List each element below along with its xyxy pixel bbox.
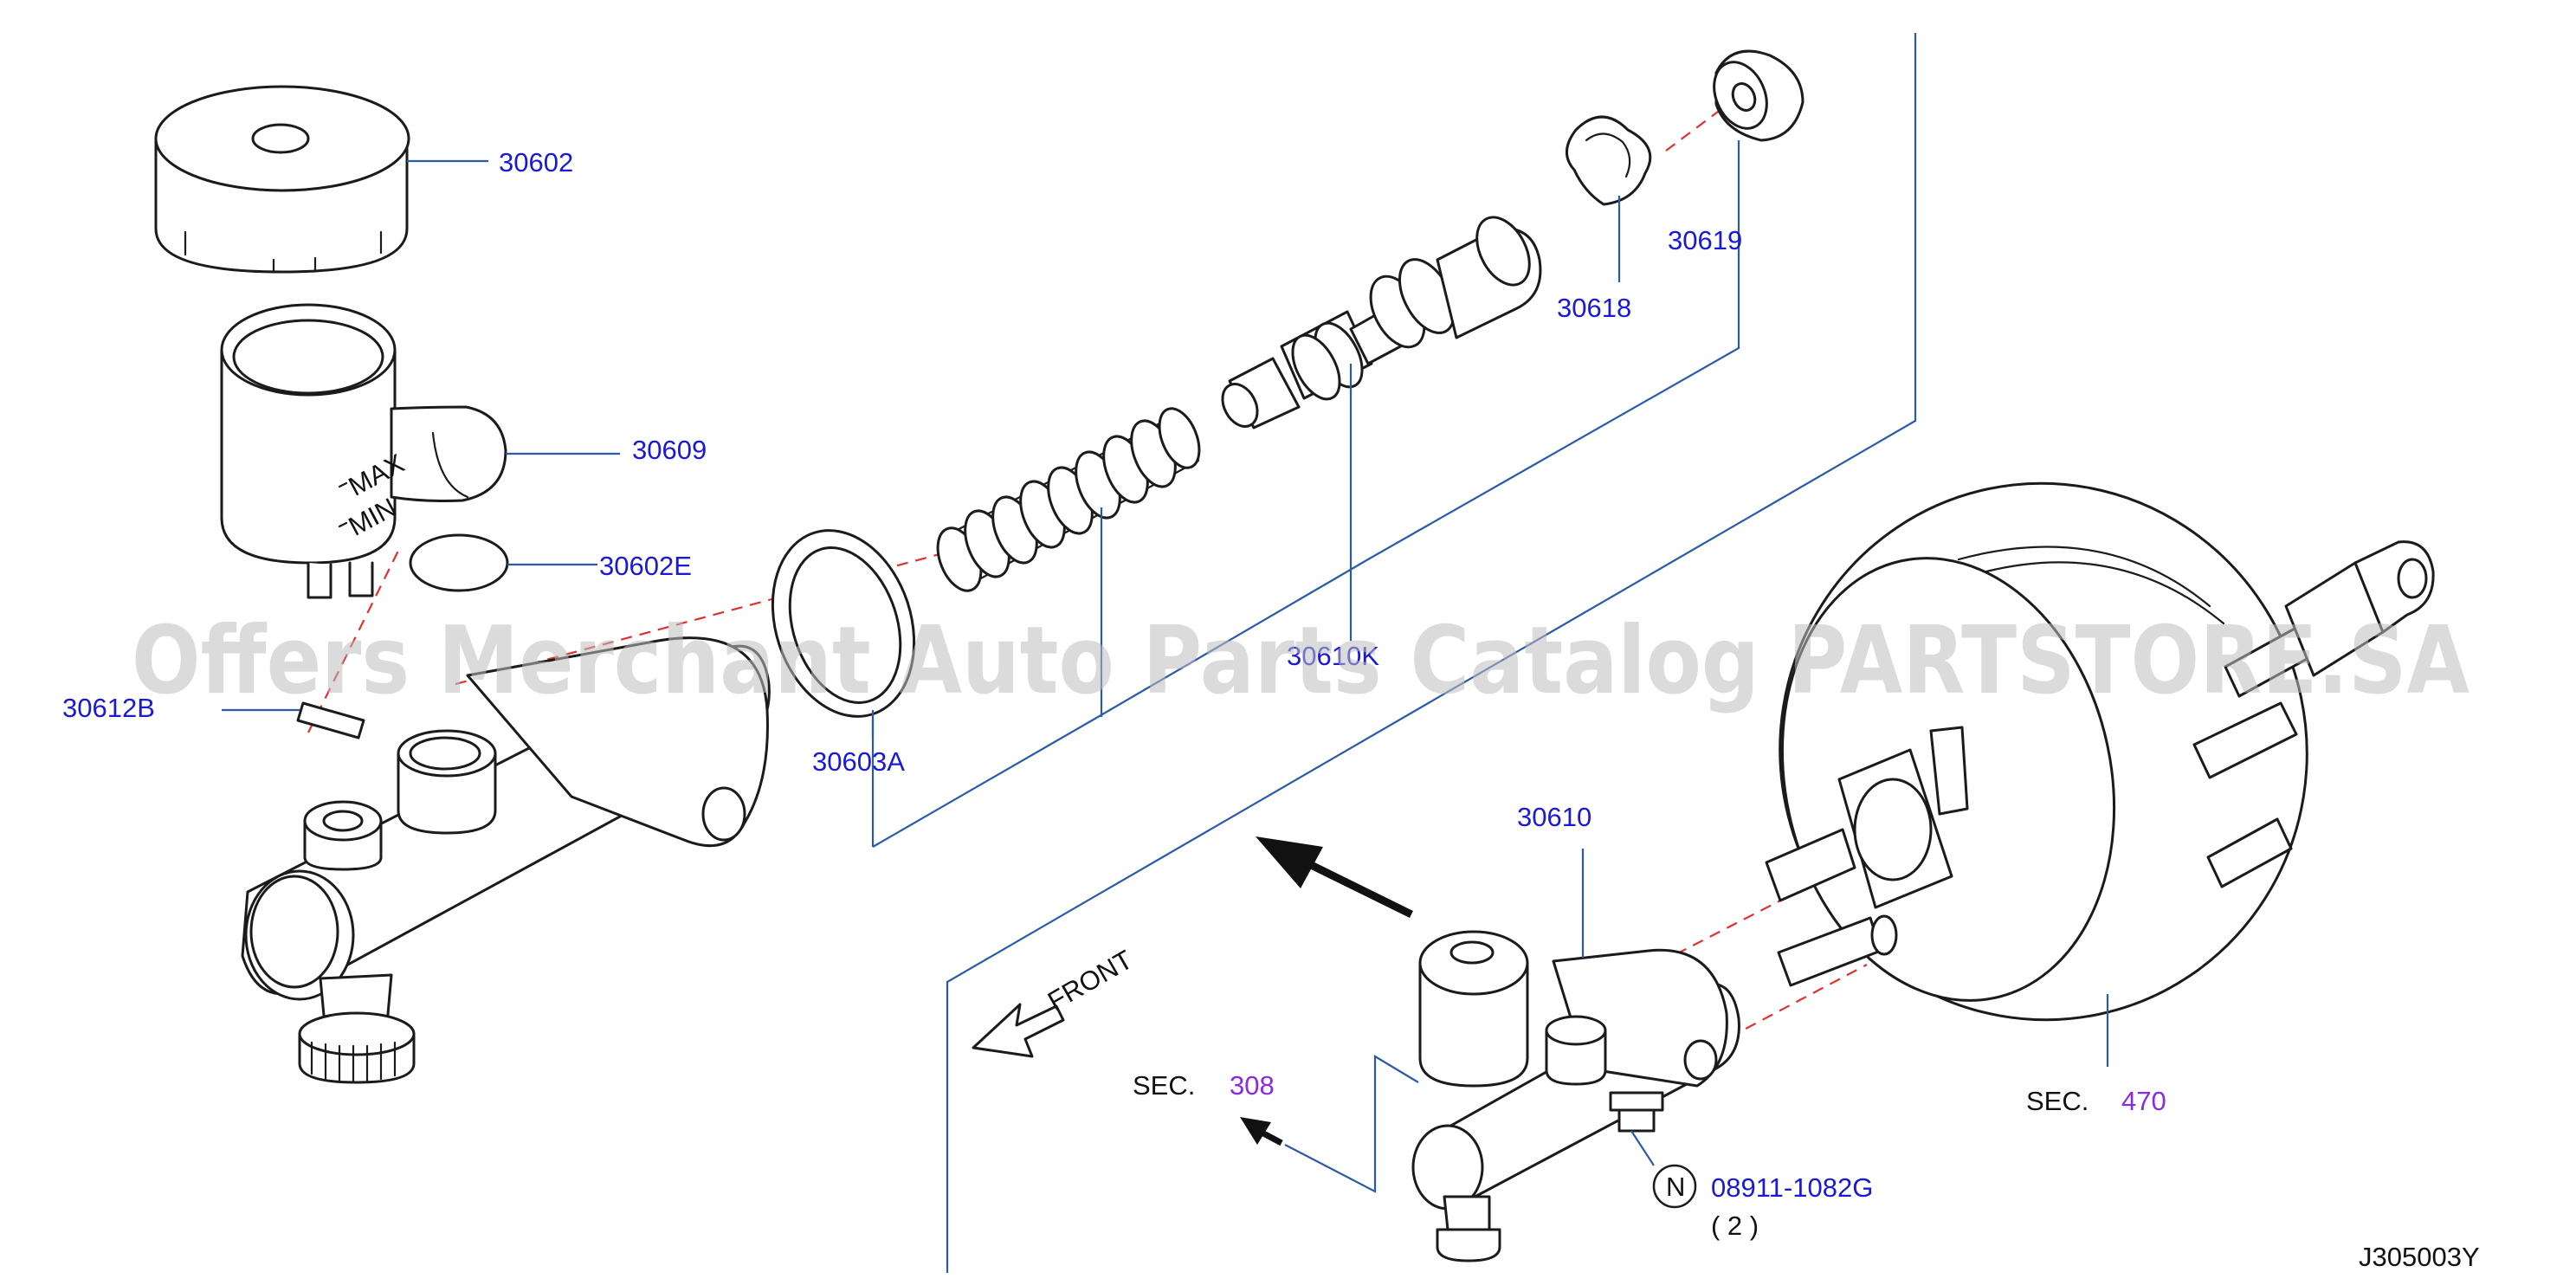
part-label-30619[interactable]: 30619	[1668, 225, 1742, 255]
leader-lines	[222, 140, 2109, 1166]
part-label-30603a[interactable]: 30603A	[812, 746, 905, 777]
diagram-id: J305003Y	[2359, 1242, 2480, 1272]
part-label-30618[interactable]: 30618	[1557, 293, 1631, 323]
part-label-30602e[interactable]: 30602E	[599, 551, 692, 581]
watermark-text: Offers Merchant Auto Parts Catalog PARTS…	[132, 607, 2469, 715]
part-label-30610k[interactable]: 30610K	[1287, 641, 1379, 671]
sec-470-prefix: SEC.	[2026, 1086, 2089, 1116]
part-label-30612b[interactable]: 30612B	[62, 693, 155, 723]
alignment-dash-lines	[307, 98, 1868, 1092]
front-label: FRONT	[1043, 944, 1138, 1017]
reservoir-cap	[154, 85, 410, 274]
sec-308-prefix: SEC.	[1133, 1070, 1195, 1101]
fastener-quantity: ( 2 )	[1711, 1211, 1759, 1241]
sec-470-link[interactable]: 470	[2121, 1086, 2166, 1116]
n-badge-letter: N	[1666, 1172, 1685, 1202]
fastener-callout: N 08911-1082G ( 2 )	[1652, 1164, 1873, 1241]
brake-booster	[1765, 481, 2435, 1022]
reservoir-tank: MAX MIN	[220, 303, 507, 599]
direction-arrows	[1240, 836, 1419, 1193]
reservoir-seal	[409, 533, 509, 592]
n-badge-icon	[1652, 1164, 1697, 1209]
master-cylinder-body	[241, 636, 771, 1084]
part-labels: 30602 30609 30602E 30612B 30603A 30610K …	[62, 147, 1742, 832]
section-references: SEC. 308 SEC. 470	[1133, 1070, 2166, 1116]
sec-308-link[interactable]: 308	[1230, 1070, 1275, 1101]
fastener-part-number[interactable]: 08911-1082G	[1711, 1172, 1873, 1203]
retaining-clip	[1566, 115, 1652, 206]
part-label-30609[interactable]: 30609	[632, 435, 707, 465]
return-spring	[936, 407, 1201, 592]
dust-boot	[1713, 49, 1804, 142]
piston-assembly	[1221, 216, 1542, 429]
front-direction-indicator: FRONT	[972, 944, 1138, 1058]
master-cylinder-assembly	[1411, 930, 1740, 1262]
part-label-30610[interactable]: 30610	[1517, 802, 1591, 832]
reservoir-pin	[296, 701, 365, 739]
part-label-30602[interactable]: 30602	[499, 147, 573, 178]
cylinder-ring	[771, 529, 916, 718]
